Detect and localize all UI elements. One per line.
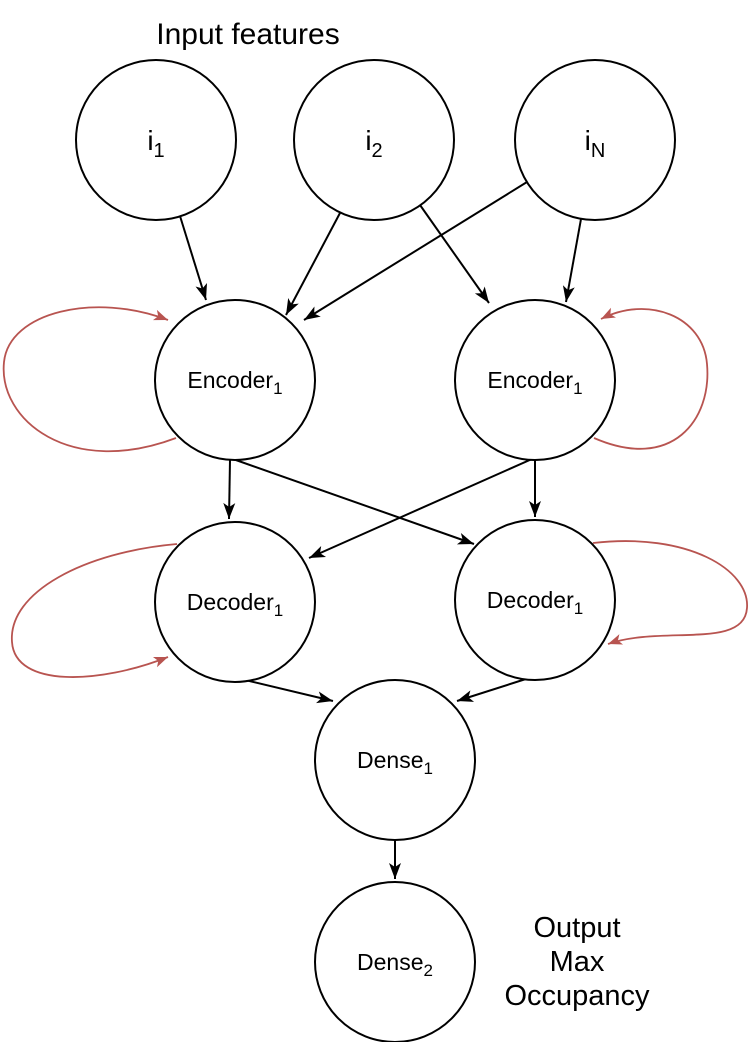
recurrent-loops [2, 306, 748, 678]
node-encoder-left-label: Encoder1 [187, 367, 282, 398]
node-i1 [75, 59, 237, 221]
edge-i2-encoder-left [285, 212, 341, 316]
forward-edges [179, 181, 582, 879]
node-i2-label: i2 [365, 125, 382, 162]
edge-i1-encoder-left [179, 215, 208, 301]
node-iN-label: iN [585, 125, 606, 162]
nodes [75, 59, 676, 1042]
node-decoder-left-label: Decoder1 [187, 589, 283, 620]
edge-iN-encoder-right [562, 218, 582, 303]
node-encoder-right-label: Encoder1 [487, 367, 582, 398]
recurrent-loop-decoder-left [11, 543, 178, 678]
node-i1-label: i1 [147, 125, 164, 162]
node-iN [514, 59, 676, 221]
node-dense1-label: Dense1 [357, 747, 433, 778]
node-dense2 [314, 881, 476, 1042]
recurrent-loop-encoder-left [2, 306, 177, 453]
edge-iN-encoder-left [303, 181, 528, 321]
edge-decoder-left-dense1 [240, 678, 334, 704]
edge-encoder-left-decoder-right [232, 458, 475, 545]
edge-decoder-right-dense1 [456, 677, 530, 702]
node-decoder-left [154, 521, 316, 683]
node-encoder-right [454, 299, 616, 461]
node-dense1 [314, 679, 476, 841]
edge-i2-encoder-right [419, 204, 490, 304]
node-labels: i1 i2 iN Encoder1 Encoder1 Decoder1 Deco… [147, 125, 605, 980]
recurrent-loop-encoder-right [593, 307, 709, 450]
node-encoder-left [154, 299, 316, 461]
edge-encoder-right-decoder-left [308, 458, 533, 559]
node-dense2-label: Dense2 [357, 949, 433, 980]
node-decoder-right [454, 519, 616, 681]
recurrent-loop-decoder-right [592, 540, 748, 645]
node-i2 [293, 59, 455, 221]
node-decoder-right-label: Decoder1 [487, 587, 583, 618]
edge-encoder-left-decoder-left [223, 459, 236, 520]
diagram-title: Input features [156, 18, 339, 51]
